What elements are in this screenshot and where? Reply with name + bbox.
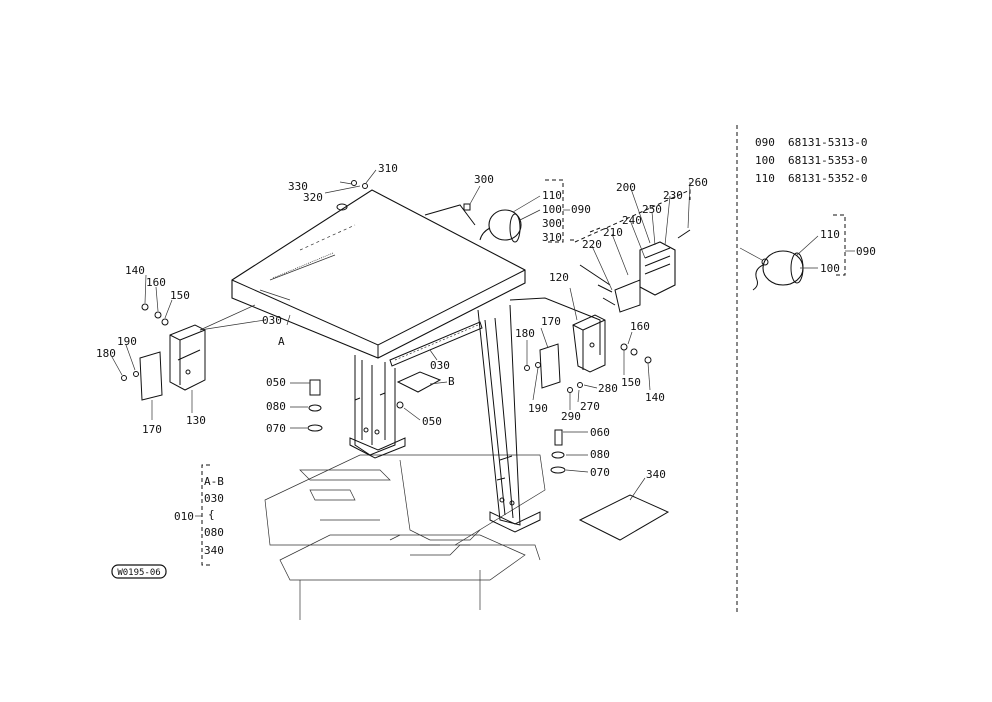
callout-210: 210 bbox=[603, 226, 623, 239]
stamp-text: W0195-06 bbox=[117, 568, 160, 578]
callout-300: 300 bbox=[474, 173, 494, 186]
tractor-frame bbox=[264, 454, 546, 620]
callout-140-left: 140 bbox=[125, 264, 145, 277]
callout-b: B bbox=[448, 375, 455, 388]
beacon-assembly bbox=[570, 189, 691, 313]
callout-280: 280 bbox=[598, 382, 618, 395]
callout-070-right: 070 bbox=[590, 466, 610, 479]
callout-050-center: 050 bbox=[422, 415, 442, 428]
lamp-bolt bbox=[761, 258, 769, 266]
left-bracket-130 bbox=[169, 324, 206, 391]
callout-030-center: 030 bbox=[430, 359, 450, 372]
plate-b bbox=[396, 371, 442, 393]
callout-320: 320 bbox=[303, 191, 323, 204]
callout-270: 270 bbox=[580, 400, 600, 413]
callout-100-right: 100 bbox=[820, 262, 840, 275]
callout-340: 340 bbox=[646, 468, 666, 481]
table-partno-3: 68131-5352-0 bbox=[788, 172, 867, 185]
lamp-detail: 110 100 090 bbox=[739, 214, 876, 291]
canopy-roof bbox=[231, 189, 526, 359]
assembly-item-5: 340 bbox=[204, 544, 224, 557]
callout-080-left: 080 bbox=[266, 400, 286, 413]
drawing-stamp: W0195-06 bbox=[111, 564, 167, 579]
assembly-010: 010 A-B 030 { 080 340 bbox=[174, 464, 224, 566]
callout-300-b: 300 bbox=[542, 217, 562, 230]
callout-130: 130 bbox=[186, 414, 206, 427]
right-bracket-120 bbox=[572, 314, 606, 373]
callout-110: 110 bbox=[542, 189, 562, 202]
callout-090: 090 bbox=[571, 203, 591, 216]
table-partno-1: 68131-5313-0 bbox=[788, 136, 867, 149]
callout-200: 200 bbox=[616, 181, 636, 194]
assembly-item-4: 080 bbox=[204, 526, 224, 539]
callout-a: A bbox=[278, 335, 285, 348]
side-bar-030 bbox=[389, 321, 483, 367]
assembly-item-2: 030 bbox=[204, 492, 224, 505]
callout-100: 100 bbox=[542, 203, 562, 216]
roof-bolt bbox=[336, 203, 348, 211]
callout-160-left: 160 bbox=[146, 276, 166, 289]
assembly-item-1: A-B bbox=[204, 475, 224, 488]
callout-140-right: 140 bbox=[645, 391, 665, 404]
callout-310: 310 bbox=[378, 162, 398, 175]
callout-160-right: 160 bbox=[630, 320, 650, 333]
callout-180-right: 180 bbox=[515, 327, 535, 340]
work-lamp bbox=[463, 203, 522, 243]
table-ref-1: 090 bbox=[755, 136, 775, 149]
lamp-wire bbox=[752, 264, 764, 291]
callout-120: 120 bbox=[549, 271, 569, 284]
callout-030-left: 030 bbox=[262, 314, 282, 327]
assembly-item-3: { bbox=[208, 508, 215, 521]
callout-180-left: 180 bbox=[96, 347, 116, 360]
callout-150-right: 150 bbox=[621, 376, 641, 389]
callout-090-right: 090 bbox=[856, 245, 876, 258]
callout-190-right: 190 bbox=[528, 402, 548, 415]
right-plate-170 bbox=[539, 343, 561, 389]
callouts: 310 330 320 300 110 100 090 300 310 200 … bbox=[96, 162, 708, 481]
callout-230: 230 bbox=[663, 189, 683, 202]
callout-310-b: 310 bbox=[542, 231, 562, 244]
assembly-ref: 010 bbox=[174, 510, 194, 523]
callout-240: 240 bbox=[622, 214, 642, 227]
fasteners bbox=[121, 180, 652, 474]
callout-150-left: 150 bbox=[170, 289, 190, 302]
callout-080-right: 080 bbox=[590, 448, 610, 461]
callout-050-left: 050 bbox=[266, 376, 286, 389]
table-ref-3: 110 bbox=[755, 172, 775, 185]
callout-110-right: 110 bbox=[820, 228, 840, 241]
leader-lines bbox=[111, 169, 691, 501]
pillar-rear bbox=[477, 297, 601, 533]
lamp-body bbox=[762, 250, 804, 286]
parts-table: 090 68131-5313-0 100 68131-5353-0 110 68… bbox=[755, 136, 867, 185]
pillar-front bbox=[349, 355, 406, 459]
canopy bbox=[231, 189, 526, 359]
callout-290: 290 bbox=[561, 410, 581, 423]
table-partno-2: 68131-5353-0 bbox=[788, 154, 867, 167]
callout-330: 330 bbox=[288, 180, 308, 193]
left-plate-170 bbox=[139, 351, 163, 401]
step-plate-340 bbox=[578, 494, 670, 541]
callout-250: 250 bbox=[642, 203, 662, 216]
callout-220: 220 bbox=[582, 238, 602, 251]
table-ref-2: 100 bbox=[755, 154, 775, 167]
callout-070-left: 070 bbox=[266, 422, 286, 435]
callout-190-left: 190 bbox=[117, 335, 137, 348]
callout-170-right: 170 bbox=[541, 315, 561, 328]
callout-170-left: 170 bbox=[142, 423, 162, 436]
callout-260: 260 bbox=[688, 176, 708, 189]
callout-060-right: 060 bbox=[590, 426, 610, 439]
